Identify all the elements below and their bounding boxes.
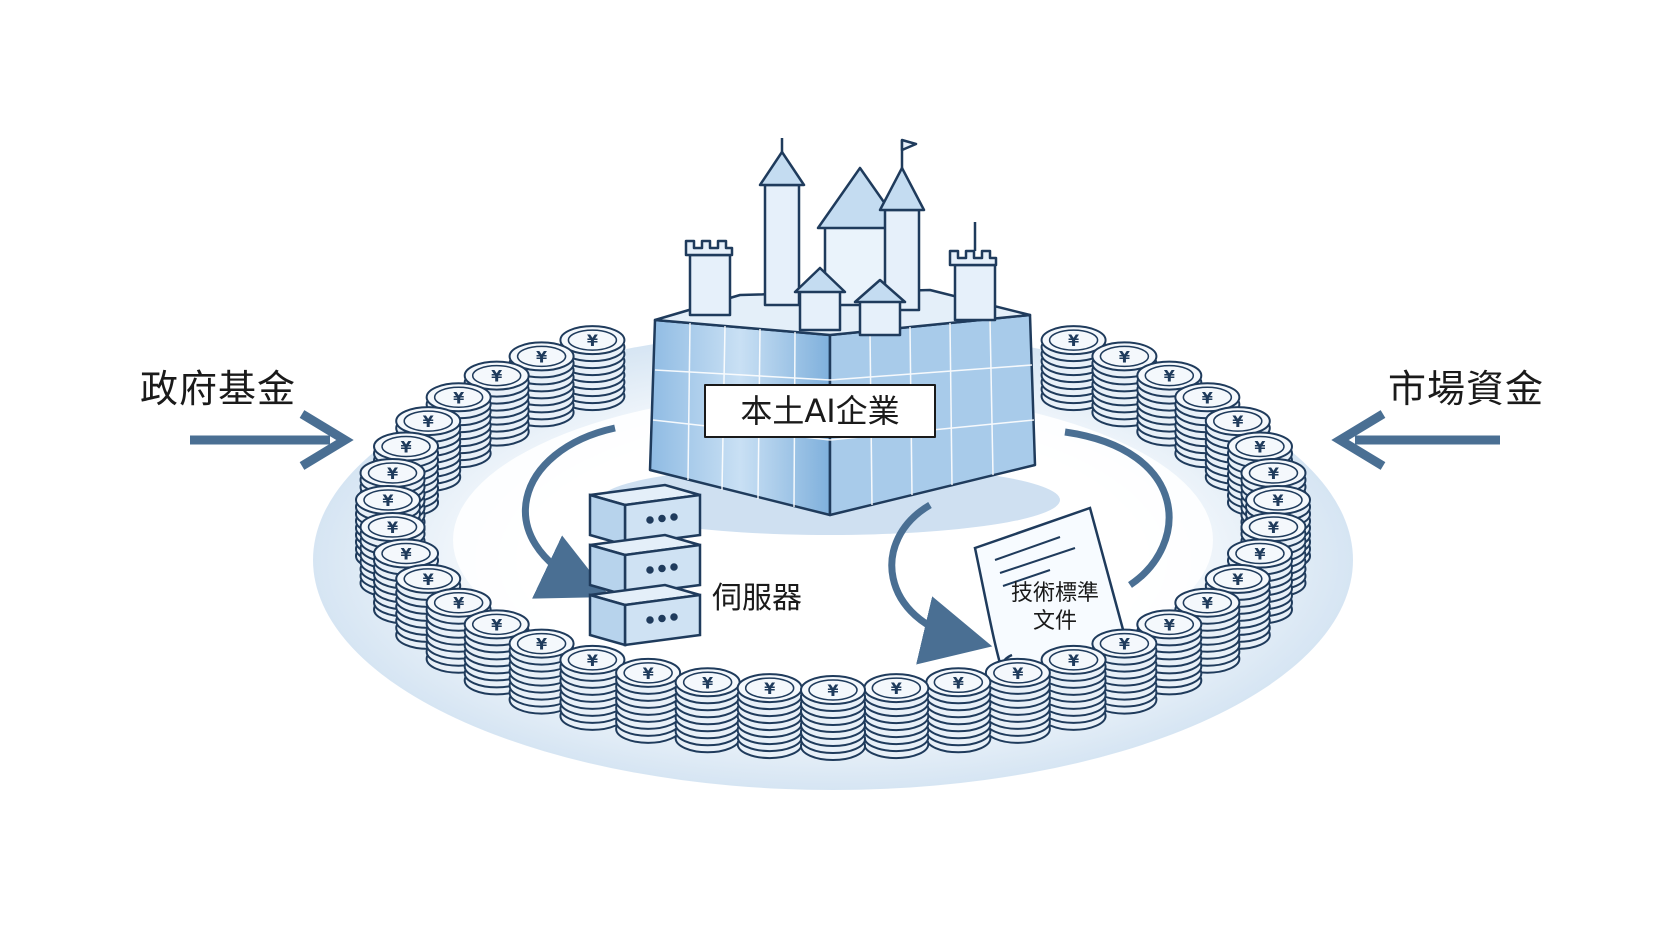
yen-symbol: ¥ (1068, 331, 1079, 350)
yen-symbol: ¥ (587, 651, 598, 670)
yen-symbol: ¥ (453, 388, 464, 407)
yen-symbol: ¥ (1268, 464, 1279, 483)
yen-symbol: ¥ (1068, 651, 1079, 670)
coin-ring-front: ¥¥¥¥¥¥¥¥¥¥¥¥¥¥¥¥¥¥¥¥¥¥¥ (355, 485, 1311, 761)
yen-coin-icon: ¥ (1091, 628, 1158, 715)
arrow-left (190, 410, 354, 470)
yen-symbol: ¥ (536, 347, 547, 366)
yen-symbol: ¥ (453, 594, 464, 613)
yen-coin-icon: ¥ (1040, 325, 1107, 412)
yen-symbol: ¥ (1272, 491, 1283, 510)
server-unit-front (588, 593, 627, 647)
yen-coin-icon: ¥ (1040, 644, 1107, 731)
yen-symbol: ¥ (1119, 635, 1130, 654)
server-led (646, 516, 654, 524)
server-rack-icon (588, 483, 702, 647)
yen-symbol: ¥ (536, 635, 547, 654)
server-led (670, 563, 678, 571)
yen-symbol: ¥ (1254, 545, 1265, 564)
yen-symbol: ¥ (423, 570, 434, 589)
yen-symbol: ¥ (953, 673, 964, 692)
yen-coin-icon: ¥ (615, 657, 682, 744)
document-label-line1: 技術標準 (1011, 581, 1099, 606)
server-led (658, 514, 666, 523)
server-led (658, 614, 666, 623)
yen-symbol: ¥ (1119, 347, 1130, 366)
arrow-to-document (888, 501, 993, 665)
yen-coin-icon: ¥ (559, 644, 626, 731)
yen-symbol: ¥ (387, 464, 398, 483)
yen-symbol: ¥ (764, 679, 775, 698)
yen-symbol: ¥ (1164, 367, 1175, 386)
coin-ring-back: ¥¥¥¥¥¥¥¥¥¥¥¥¥¥ (359, 325, 1307, 544)
yen-symbol: ¥ (491, 615, 502, 634)
server-led (646, 566, 654, 574)
server-unit-front (588, 543, 627, 597)
yen-coin-icon: ¥ (984, 657, 1051, 744)
yen-symbol: ¥ (1268, 518, 1279, 537)
yen-symbol: ¥ (891, 679, 902, 698)
arrow-to-server (521, 424, 616, 599)
yen-symbol: ¥ (423, 412, 434, 431)
company-label: 本土AI企業 (740, 392, 899, 430)
server-led (646, 616, 654, 624)
server-label: 伺服器 (712, 581, 802, 616)
yen-symbol: ¥ (1254, 437, 1265, 456)
yen-symbol: ¥ (1232, 412, 1243, 431)
arrow-right (1331, 410, 1500, 470)
yen-coin-icon: ¥ (863, 673, 930, 760)
label-market-capital: 市場資金 (1388, 367, 1545, 411)
yen-symbol: ¥ (1164, 615, 1175, 634)
yen-coin-icon: ¥ (925, 667, 992, 754)
server-led (670, 613, 678, 621)
yen-coin-icon: ¥ (674, 667, 741, 754)
yen-symbol: ¥ (1232, 570, 1243, 589)
yen-coin-icon: ¥ (800, 675, 866, 761)
document-label-line2: 文件 (1033, 609, 1077, 634)
yen-coin-icon: ¥ (559, 325, 626, 412)
yen-symbol: ¥ (587, 331, 598, 350)
yen-symbol: ¥ (400, 545, 411, 564)
yen-symbol: ¥ (1202, 594, 1213, 613)
yen-symbol: ¥ (387, 518, 398, 537)
yen-symbol: ¥ (382, 491, 393, 510)
yen-symbol: ¥ (643, 664, 654, 683)
server-led (658, 564, 666, 573)
yen-symbol: ¥ (827, 681, 838, 700)
yen-coin-icon: ¥ (736, 673, 803, 760)
yen-symbol: ¥ (400, 437, 411, 456)
server-unit-front (588, 493, 627, 547)
yen-symbol: ¥ (491, 367, 502, 386)
yen-symbol: ¥ (1202, 388, 1213, 407)
server-led (670, 513, 678, 521)
castle-icon: 本土AI企業 (600, 138, 1060, 535)
arrow-from-right (1064, 428, 1173, 588)
yen-symbol: ¥ (702, 673, 713, 692)
yen-symbol: ¥ (1012, 664, 1023, 683)
yen-coin-icon: ¥ (508, 628, 575, 715)
label-government-fund: 政府基金 (140, 367, 297, 411)
